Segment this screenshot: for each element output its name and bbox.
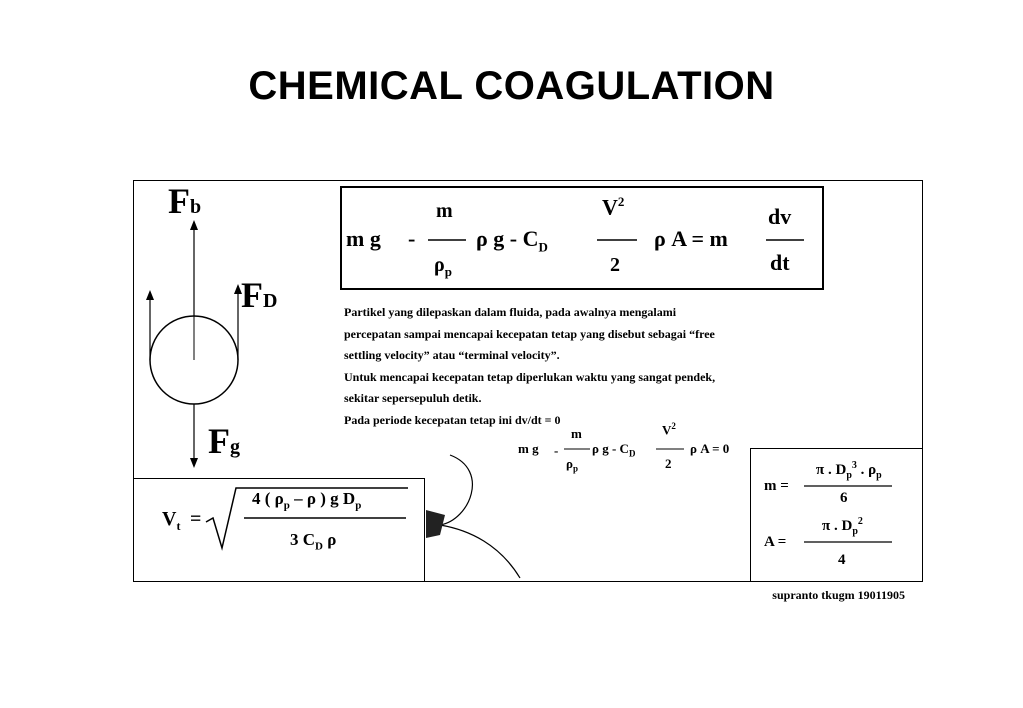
a-denominator: 4 <box>838 552 846 568</box>
vt-num-sub1: p <box>283 499 290 512</box>
terminal-velocity-box <box>133 478 425 582</box>
mass-area-box <box>750 448 923 582</box>
page-title: CHEMICAL COAGULATION <box>248 64 775 108</box>
fb-subscript: b <box>190 196 202 218</box>
m-num-end-sub: p <box>876 470 882 481</box>
vt-symbol: V <box>162 508 177 530</box>
steady-eq-minus: - <box>554 443 559 458</box>
vt-num-mid: – ρ ) g D <box>289 489 356 508</box>
m-num-end: . ρ <box>856 462 877 478</box>
main-eq-m: m <box>436 200 453 222</box>
m-lhs: m = <box>764 478 789 494</box>
steady-eq-mg: m g <box>518 441 539 456</box>
a-lhs: A = <box>764 534 787 550</box>
v2-superscript: 2 <box>617 194 625 209</box>
vt-equals: = <box>190 508 202 530</box>
steady-eq-rho-g-cd: ρ g - CD <box>592 441 635 459</box>
curve-fill <box>426 510 445 538</box>
a-num-part: π . D <box>822 518 853 534</box>
rho-g-cd-text: ρ g - C <box>476 226 539 251</box>
main-eq-dt: dt <box>770 250 790 275</box>
main-eq-mg: m g <box>346 226 381 251</box>
paragraph-line: percepatan sampai mencapai kecepatan tet… <box>344 326 715 341</box>
rho-symbol: ρ <box>434 254 445 276</box>
main-eq-rho-g-cd: ρ g - CD <box>476 226 548 255</box>
explanation-paragraph: Partikel yang dilepaskan dalam fluida, p… <box>344 302 824 431</box>
vt-num-sub2: p <box>355 499 362 512</box>
main-equation-box <box>340 186 824 290</box>
main-eq-rhoa: ρ A = m <box>654 226 728 251</box>
v-symbol: V <box>602 194 618 220</box>
diagram-panel <box>133 180 923 582</box>
rho-p-subscript: p <box>572 463 578 474</box>
m-num-sup: 3 <box>851 460 857 471</box>
rho-symbol: ρ <box>566 456 573 471</box>
paragraph-line: Pada periode kecepatan tetap ini dv/dt =… <box>344 412 561 427</box>
vt-den-end: ρ <box>322 530 337 549</box>
m-denominator: 6 <box>840 490 848 506</box>
credit-text: supranto tkugm 19011905 <box>772 588 905 602</box>
vt-lhs: Vt <box>162 508 180 534</box>
m-num-part: π . D <box>816 462 847 478</box>
fg-label: Fg <box>208 420 240 462</box>
paragraph-line: Untuk mencapai kecepatan tetap diperluka… <box>344 369 716 384</box>
fg-symbol: F <box>208 421 230 461</box>
steady-eq-two: 2 <box>665 456 672 471</box>
steady-eq-v2: V2 <box>662 421 676 438</box>
fd-subscript: D <box>263 290 278 312</box>
vt-den-sub: D <box>315 540 323 553</box>
vt-num-part: 4 ( ρ <box>252 489 284 508</box>
vt-subscript: t <box>176 519 181 533</box>
vt-denominator: 3 CD ρ <box>290 530 336 552</box>
vt-numerator: 4 ( ρp – ρ ) g Dp <box>252 489 361 511</box>
sqrt-sign <box>205 487 408 551</box>
cd-subscript: D <box>538 239 548 255</box>
v2-superscript: 2 <box>671 421 676 431</box>
cd-subscript: D <box>628 448 636 459</box>
a-num-sup: 2 <box>857 516 863 527</box>
main-eq-dv: dv <box>768 204 792 229</box>
v-symbol: V <box>662 422 672 438</box>
paragraph-line: sekitar sepersepuluh detik. <box>344 391 482 405</box>
main-eq-minus: - <box>408 226 416 251</box>
rho-p-subscript: p <box>444 264 452 279</box>
vt-den-part: 3 C <box>290 530 316 549</box>
paragraph-line: Partikel yang dilepaskan dalam fluida, p… <box>344 305 677 319</box>
m-num-sub: p <box>846 470 852 481</box>
fd-arrowhead-right <box>234 284 242 294</box>
main-eq-two: 2 <box>610 254 620 276</box>
fb-symbol: F <box>168 181 190 221</box>
fg-arrowhead <box>190 458 198 468</box>
fb-arrowhead <box>190 220 198 230</box>
a-num-sub: p <box>852 526 858 537</box>
fd-arrowhead-left <box>146 290 154 300</box>
m-numerator: π . Dp3 . ρp <box>816 460 882 481</box>
main-eq-v2: V2 <box>602 194 624 220</box>
a-numerator: π . Dp2 <box>822 516 863 537</box>
steady-eq-rho-p: ρp <box>566 456 578 474</box>
steady-eq-rest: ρ A = 0 <box>690 441 730 456</box>
curve-decoration <box>439 454 521 579</box>
fb-label: Fb <box>168 180 201 222</box>
steady-eq-m: m <box>571 426 582 441</box>
fd-label: FD <box>241 274 277 316</box>
main-eq-rho-p: ρp <box>434 254 452 280</box>
paragraph-line: settling velocity” atau “terminal veloci… <box>344 348 560 362</box>
fd-symbol: F <box>241 275 263 315</box>
fg-subscript: g <box>230 436 240 458</box>
rho-g-cd-text: ρ g - C <box>592 441 629 456</box>
